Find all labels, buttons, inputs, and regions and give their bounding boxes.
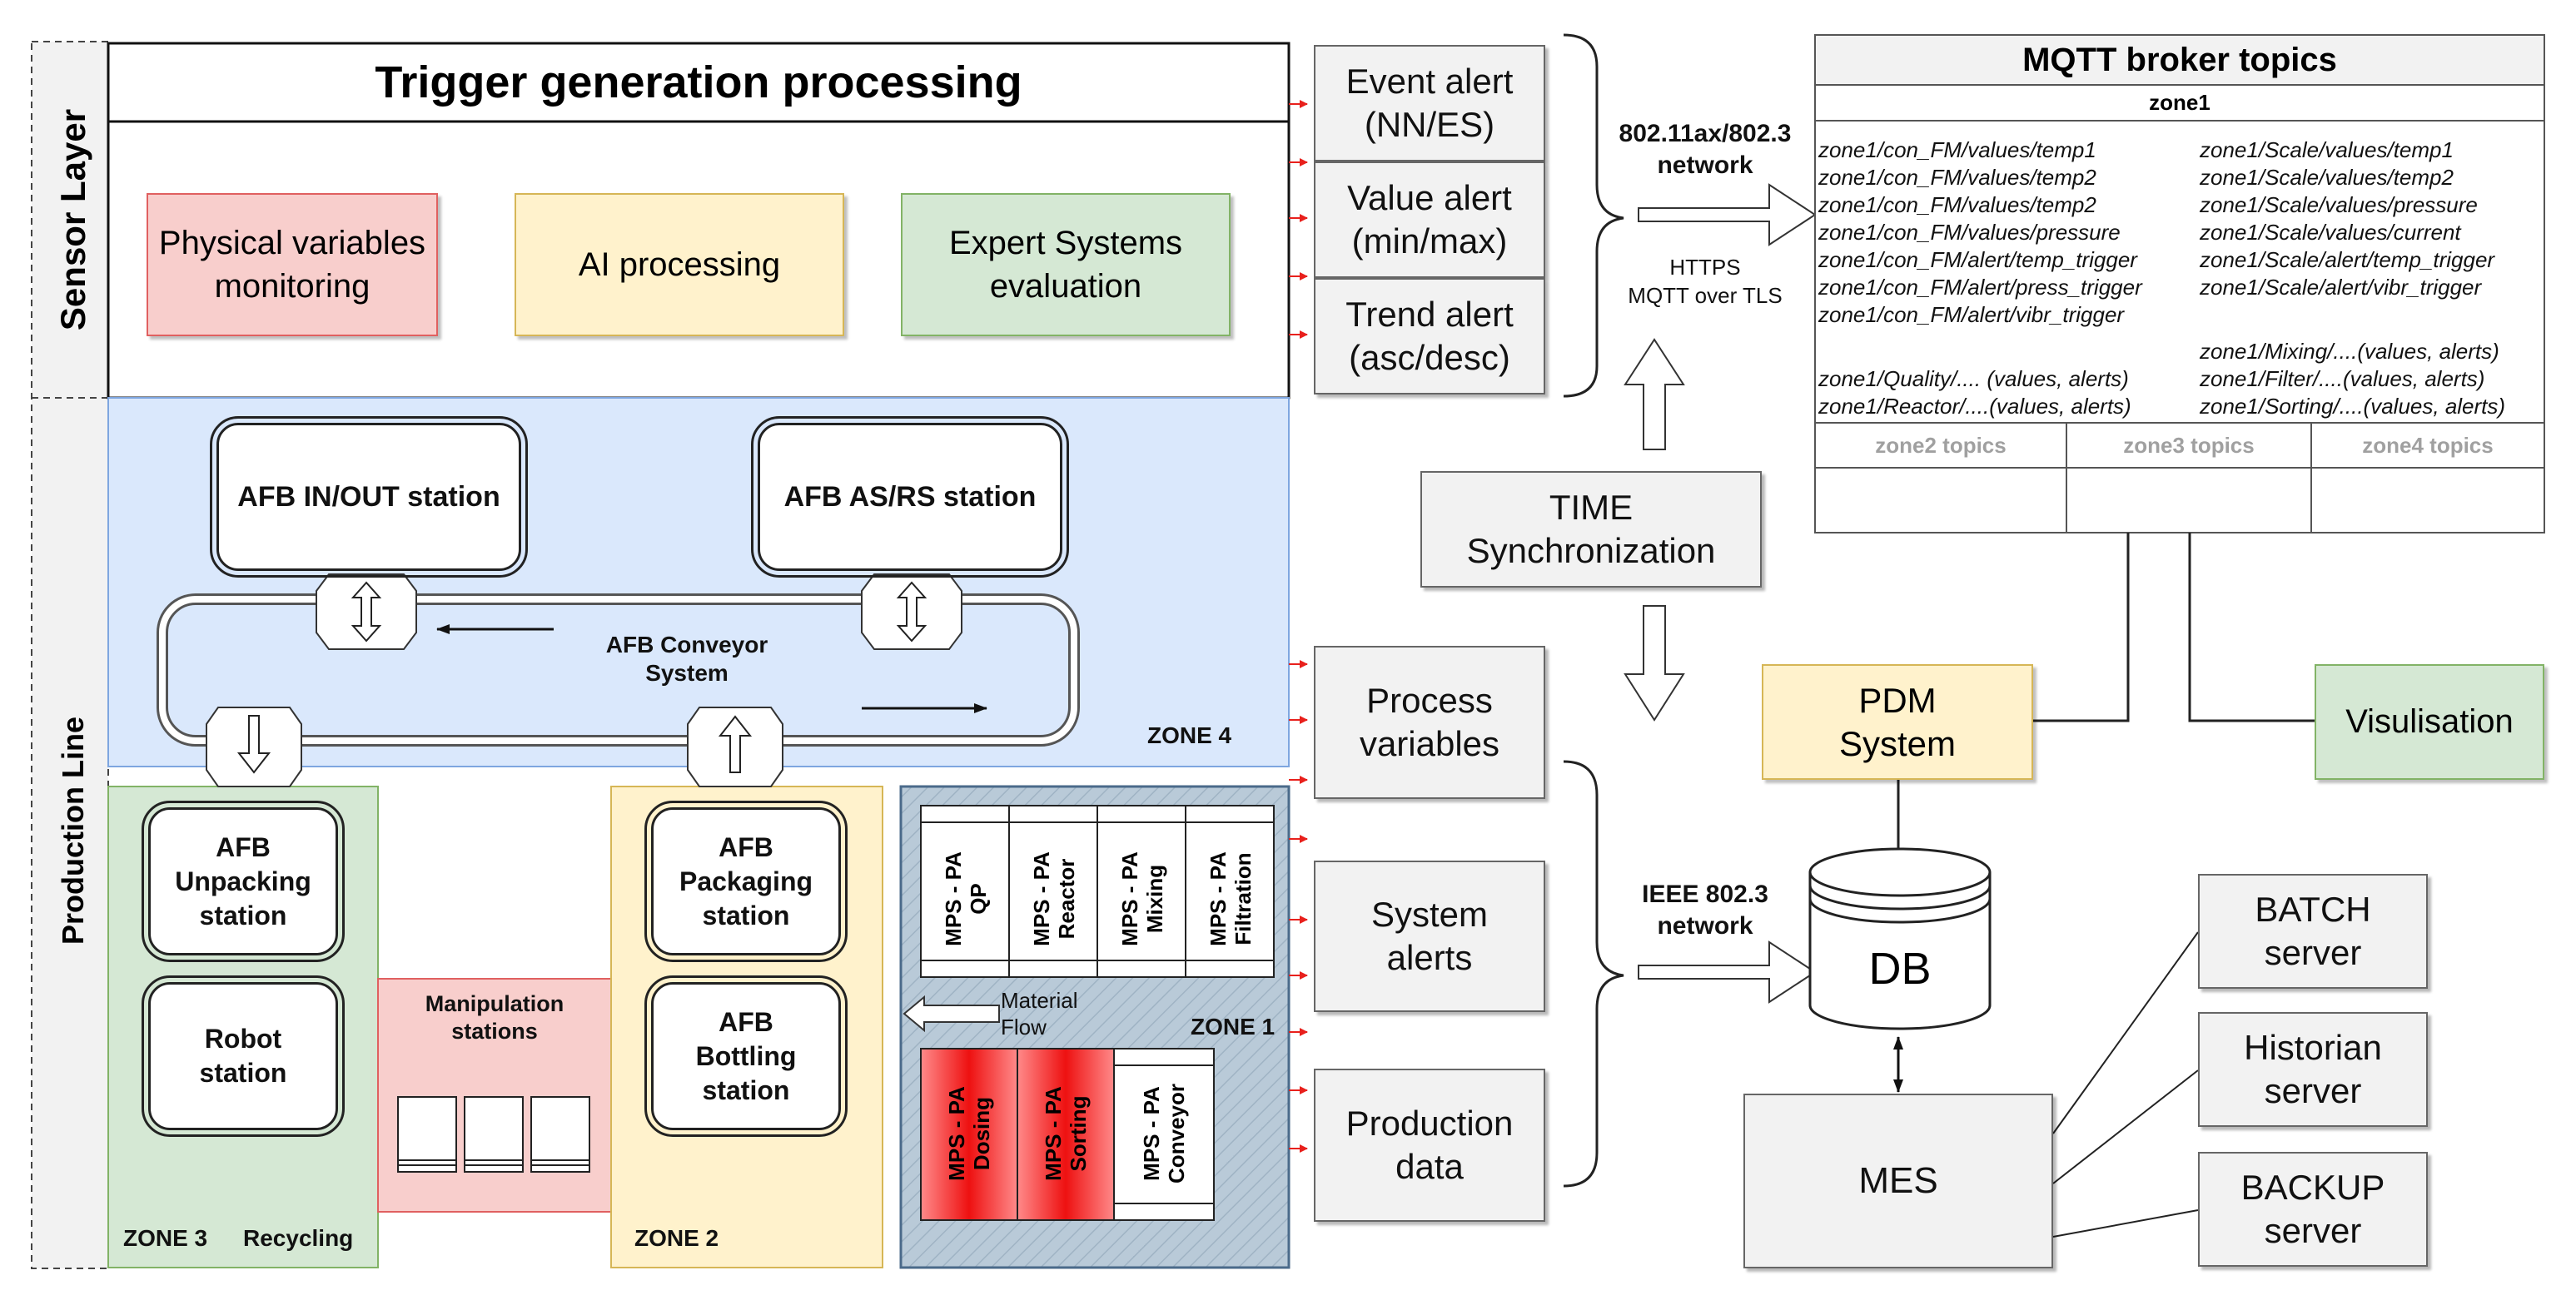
zone3-topics-cell: zone3 topics — [2123, 432, 2255, 458]
mqtt-topic: zone1/con_FM/alert/vibr_trigger — [1818, 302, 2125, 327]
system-alerts-box: System alerts — [1314, 861, 1545, 1012]
mqtt-topic: zone1/Reactor/....(values, alerts) — [1818, 394, 2131, 419]
mps-pa-reactor-module: MPS - PA Reactor — [1029, 851, 1079, 946]
mqtt-topic: zone1/Scale/values/pressure — [2200, 192, 2478, 217]
zone4-label: ZONE 4 — [1147, 722, 1232, 748]
mqtt-zone1-header: zone1 — [2149, 90, 2210, 115]
afb-bottling-station: AFB Bottling station — [644, 975, 848, 1137]
mps-pa-dosing-module: MPS - PA Dosing — [944, 1086, 994, 1181]
sensor-layer-label: Sensor Layer — [53, 108, 92, 331]
trend-alert-box: Trend alert (asc/desc) — [1314, 278, 1545, 394]
manipulation-area — [377, 978, 612, 1213]
ai-processing-box: AI processing — [515, 193, 844, 336]
value-alert-box: Value alert (min/max) — [1314, 161, 1545, 278]
robot-station: Robot station — [142, 975, 345, 1137]
mqtt-topic: zone1/con_FM/values/temp2 — [1818, 165, 2096, 190]
backup-server-box: BACKUP server — [2198, 1152, 2428, 1267]
db-label: DB — [1868, 944, 1932, 994]
expert-systems-box: Expert Systems evaluation — [901, 193, 1231, 336]
afb-as-rs-station: AFB AS/RS station — [751, 416, 1069, 578]
visualisation-box: Visulisation — [2315, 664, 2544, 780]
physical-variables-box: Physical variables monitoring — [147, 193, 438, 336]
mps-pa-sorting-module: MPS - PA Sorting — [1041, 1086, 1091, 1181]
event-alert-box: Event alert (NN/ES) — [1314, 45, 1545, 161]
mqtt-topic: zone1/Scale/alert/temp_trigger — [2200, 247, 2495, 272]
zone4-topics-cell: zone4 topics — [2362, 432, 2494, 458]
mes-box: MES — [1743, 1094, 2053, 1268]
zone2-label: ZONE 2 — [634, 1225, 719, 1251]
zone1-label: ZONE 1 — [1191, 1014, 1276, 1040]
mqtt-topic: zone1/Sorting/....(values, alerts) — [2200, 394, 2506, 419]
zone3-label: ZONE 3 — [123, 1225, 208, 1251]
afb-packaging-station: AFB Packaging station — [644, 801, 848, 962]
network-top-label: 802.11ax/802.3 network — [1619, 120, 1792, 179]
afb-in-out-station: AFB IN/OUT station — [210, 416, 528, 578]
mqtt-topic: zone1/Mixing/....(values, alerts) — [2200, 339, 2499, 364]
zone2-topics-cell: zone2 topics — [1875, 432, 2007, 458]
historian-server-box: Historian server — [2198, 1012, 2428, 1127]
mqtt-topic: zone1/Scale/values/temp2 — [2200, 165, 2454, 190]
mqtt-topic: zone1/con_FM/alert/temp_trigger — [1818, 247, 2137, 272]
production-data-box: Production data — [1314, 1069, 1545, 1222]
mqtt-topic: zone1/con_FM/values/temp2 — [1818, 192, 2096, 217]
mqtt-topic: zone1/Quality/.... (values, alerts) — [1818, 366, 2129, 391]
process-variables-box: Process variables — [1314, 646, 1545, 799]
batch-server-box: BATCH server — [2198, 874, 2428, 989]
mqtt-topic: zone1/con_FM/alert/press_trigger — [1818, 275, 2142, 300]
trigger-title: Trigger generation processing — [375, 57, 1022, 107]
network-top-protocols: HTTPS MQTT over TLS — [1628, 255, 1783, 308]
mps-pa-mixing-module: MPS - PA Mixing — [1117, 851, 1167, 946]
mqtt-topic: zone1/Scale/alert/vibr_trigger — [2200, 275, 2482, 300]
mps-pa-qp-module: MPS - PA QP — [941, 851, 991, 946]
mqtt-topic: zone1/con_FM/values/temp1 — [1818, 137, 2096, 162]
mqtt-topic: zone1/Scale/values/temp1 — [2200, 137, 2454, 162]
recycling-label: Recycling — [243, 1225, 354, 1251]
mps-pa-conveyor-module: MPS - PA Conveyor — [1139, 1084, 1189, 1184]
pdm-system-box: PDM System — [1762, 664, 2033, 780]
production-line-label: Production Line — [56, 717, 90, 945]
mqtt-topic: zone1/con_FM/values/pressure — [1818, 220, 2121, 245]
mqtt-topic: zone1/Scale/values/current — [2200, 220, 2461, 245]
manipulation-label: Manipulation stations — [425, 991, 564, 1044]
afb-unpacking-station: AFB Unpacking station — [142, 801, 345, 962]
network-bottom-label: IEEE 802.3 network — [1642, 881, 1768, 940]
time-sync-box: TIME Synchronization — [1420, 471, 1762, 588]
mps-pa-filtration-module: MPS - PA Filtration — [1206, 851, 1256, 946]
mqtt-topic: zone1/Filter/....(values, alerts) — [2200, 366, 2485, 391]
material-flow-label: Material Flow — [1001, 988, 1078, 1040]
conveyor-label: AFB Conveyor System — [605, 632, 768, 686]
mqtt-title: MQTT broker topics — [2022, 41, 2337, 78]
layer-label-column — [31, 41, 109, 1269]
